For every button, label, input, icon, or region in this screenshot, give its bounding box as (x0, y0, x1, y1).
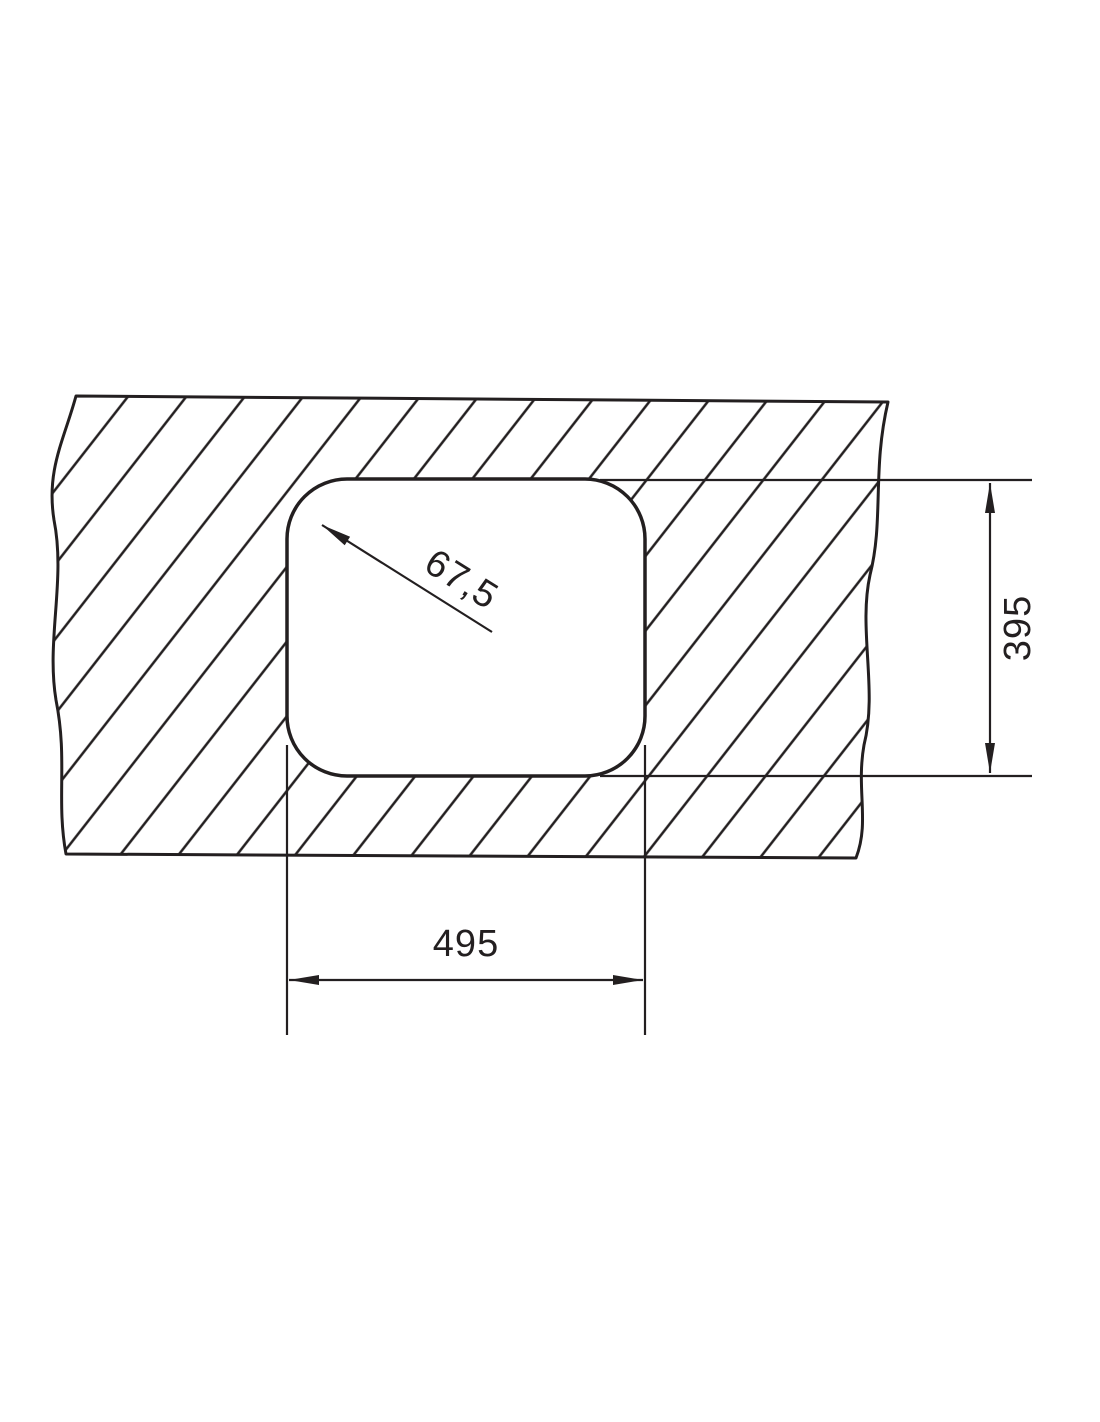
arrowhead-left-icon (289, 975, 319, 985)
width-dimension: 495 (285, 745, 647, 1035)
height-dimension: 395 (600, 478, 1039, 778)
radius-leader-line (321, 524, 493, 633)
width-dimension-label: 495 (433, 923, 499, 965)
arrowhead-radius-icon (322, 525, 351, 546)
arrowhead-right-icon (613, 975, 643, 985)
arrowhead-up-icon (985, 483, 995, 513)
height-dimension-label: 395 (997, 595, 1039, 661)
cutout-opening (285, 477, 647, 778)
arrowhead-down-icon (985, 743, 995, 773)
